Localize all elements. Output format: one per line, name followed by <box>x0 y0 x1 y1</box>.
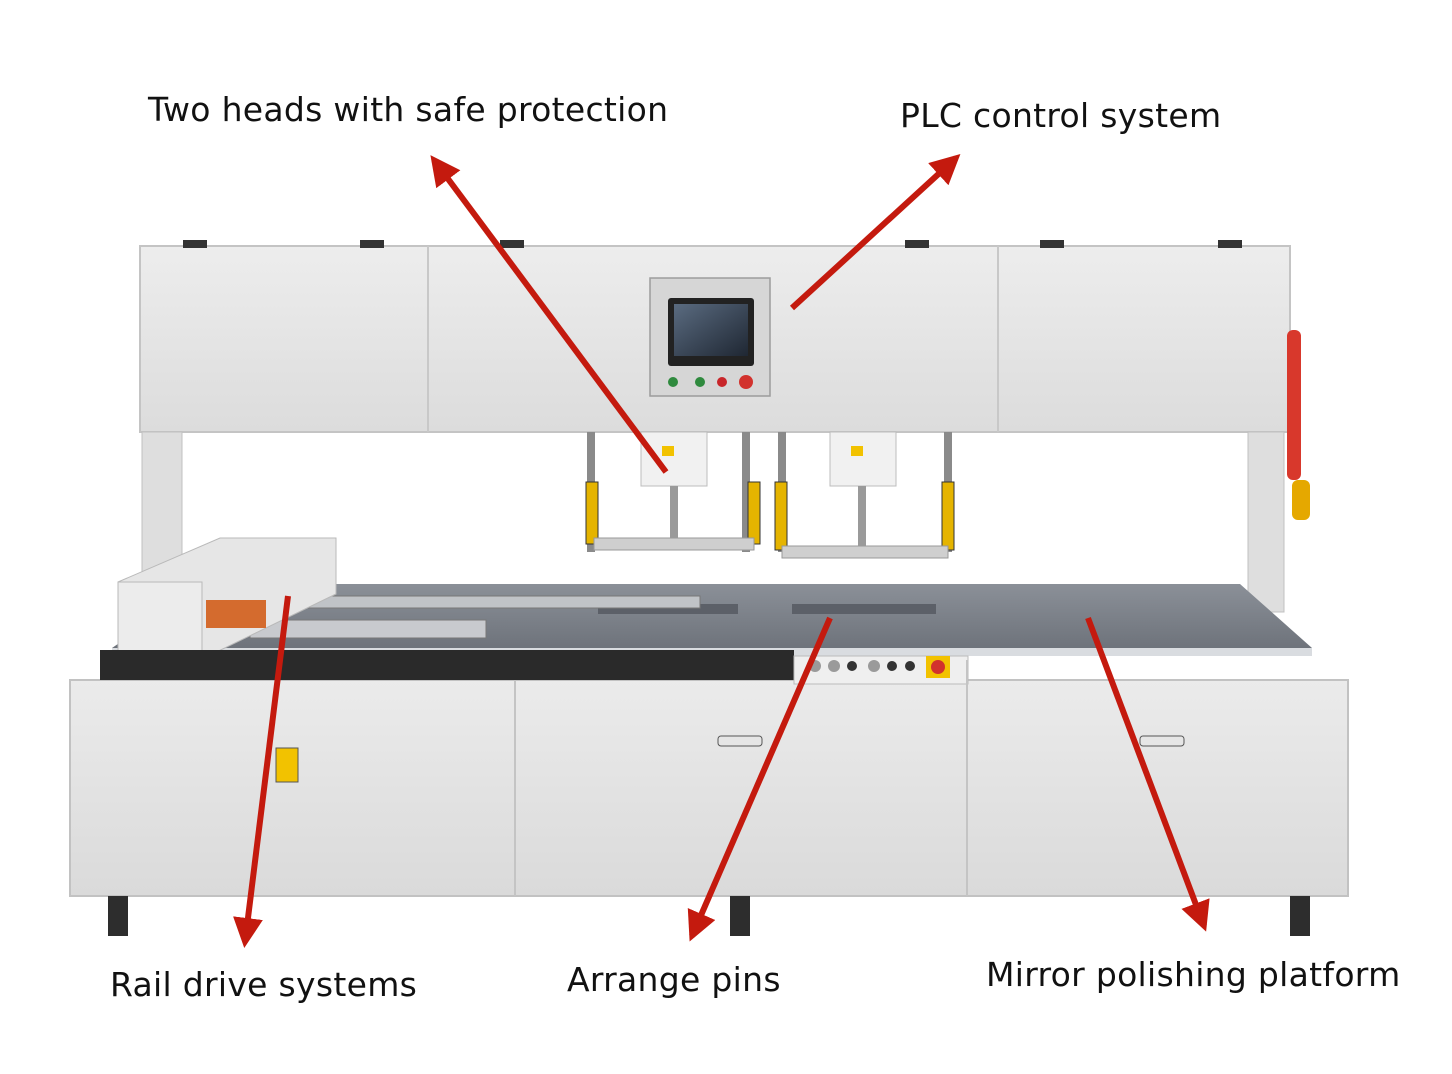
air-hose <box>1287 330 1310 520</box>
rail-drive-unit <box>117 537 337 665</box>
arrow-plc <box>789 153 961 311</box>
head-right <box>774 431 955 559</box>
plc-panel <box>649 277 771 397</box>
lower-cabinet <box>69 650 1349 936</box>
arrow-mirror <box>1085 616 1210 932</box>
label-arrange-pins: Arrange pins <box>567 960 781 999</box>
label-plc-control: PLC control system <box>900 96 1222 135</box>
callout-arrows <box>233 153 1210 948</box>
label-two-heads: Two heads with safe protection <box>148 90 669 129</box>
arrow-rail <box>233 595 291 948</box>
label-rail-drive: Rail drive systems <box>110 965 418 1004</box>
head-left <box>585 431 761 552</box>
arrow-heads <box>430 155 669 474</box>
label-mirror-platform: Mirror polishing platform <box>986 955 1401 994</box>
arrow-pins <box>687 616 833 942</box>
